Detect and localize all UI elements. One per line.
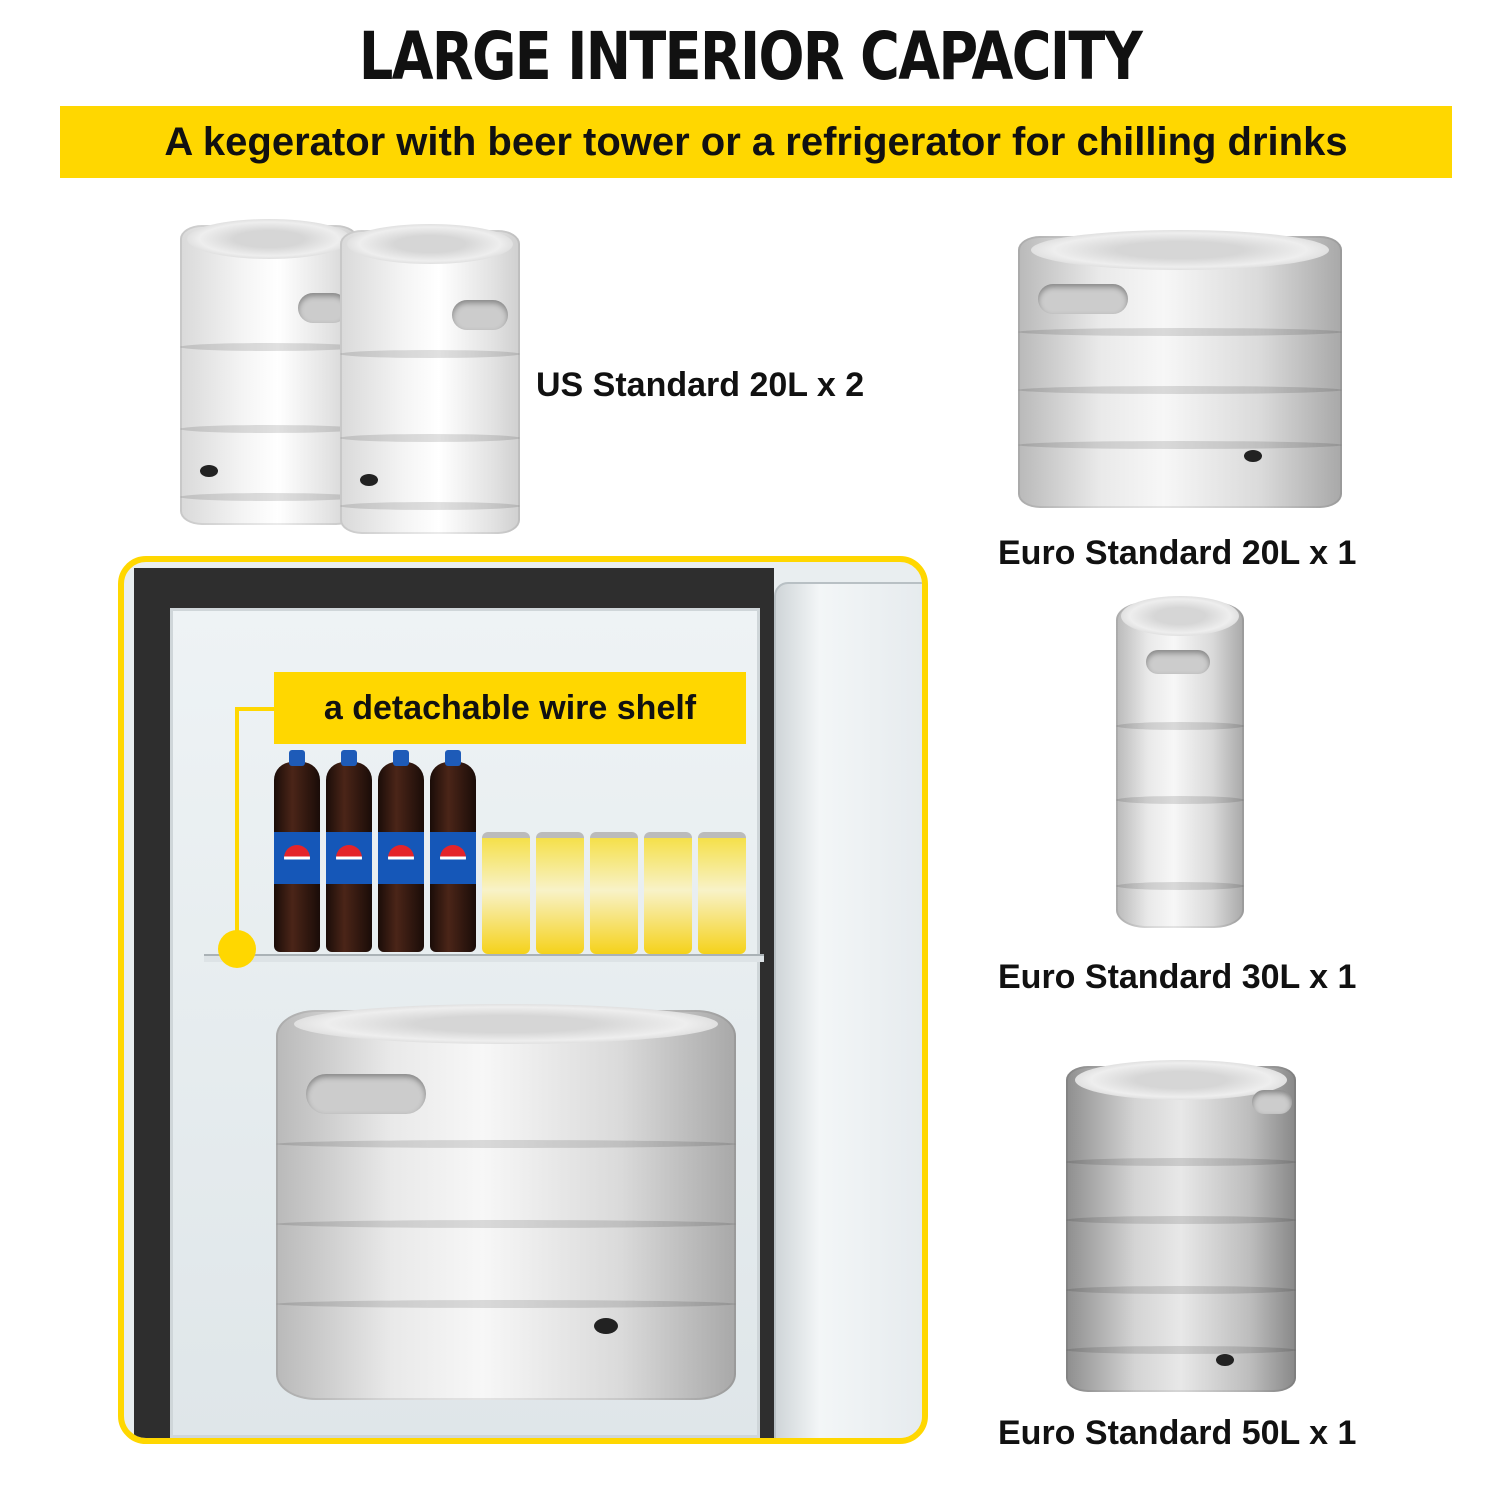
keg-label-euro-30l: Euro Standard 30L x 1 [998, 958, 1357, 996]
subtitle-banner: A kegerator with beer tower or a refrige… [60, 106, 1452, 178]
euro-keg-in-fridge [276, 1004, 736, 1400]
keg-label-euro-20l: Euro Standard 20L x 1 [998, 534, 1357, 572]
euro-30l-keg-image [1116, 596, 1244, 928]
euro-50l-keg-image [1066, 1060, 1296, 1392]
callout-leader-line [235, 707, 239, 947]
wire-shelf [204, 954, 764, 962]
pepsi-logo-icon [336, 845, 362, 871]
keg-label-euro-50l: Euro Standard 50L x 1 [998, 1414, 1357, 1452]
callout-leader-line [235, 707, 277, 711]
pepsi-logo-icon [284, 845, 310, 871]
euro-20l-keg-image [1018, 230, 1342, 508]
kegerator-interior-image: a detachable wire shelf [118, 556, 928, 1444]
shelf-callout: a detachable wire shelf [274, 672, 746, 744]
pepsi-logo-icon [388, 845, 414, 871]
fridge-door[interactable] [774, 582, 922, 1438]
keg-label-us-20l: US Standard 20L x 2 [536, 366, 865, 404]
callout-dot [218, 930, 256, 968]
page-title: LARGE INTERIOR CAPACITY [358, 18, 1143, 95]
pepsi-logo-icon [440, 845, 466, 871]
